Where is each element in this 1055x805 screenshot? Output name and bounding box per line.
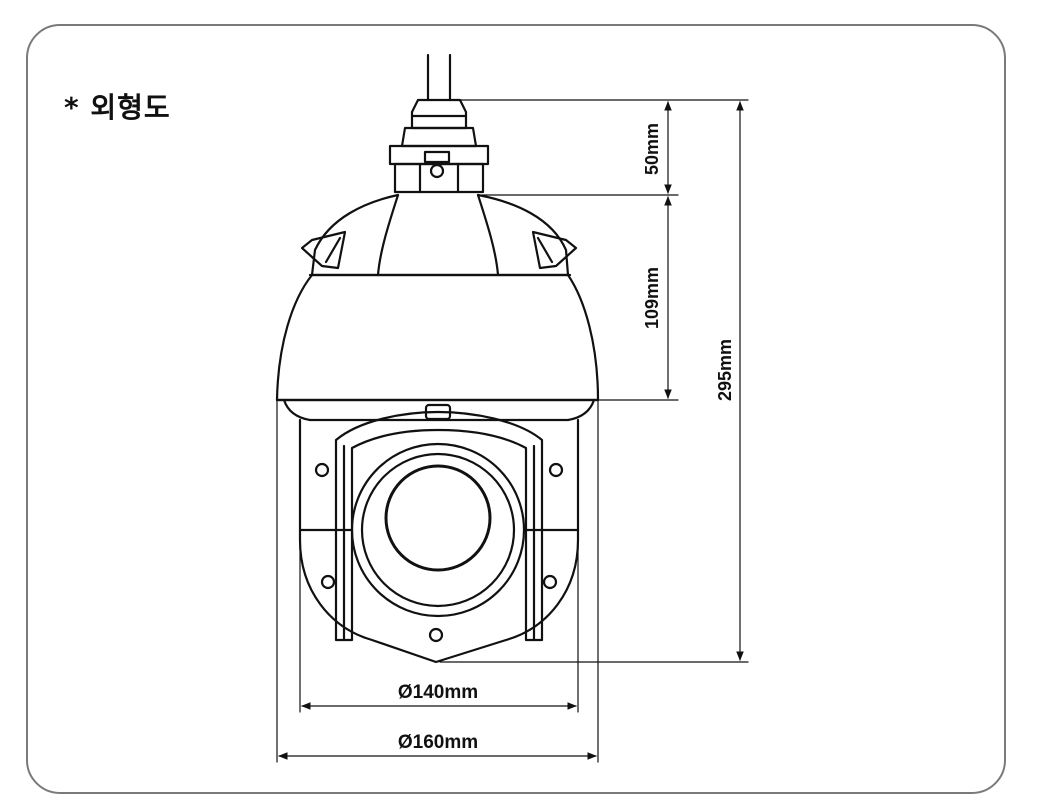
- lens-assembly: [350, 442, 526, 643]
- dimension-label-cap-height: 50mm: [642, 123, 662, 175]
- lens-hood: [334, 403, 544, 642]
- dimension-label-inner-diameter: Ø140mm: [398, 682, 478, 703]
- dimension-label-outer-diameter: Ø160mm: [398, 732, 478, 753]
- page-title: * 외형도: [64, 91, 171, 124]
- dimension-lines: [276, 99, 749, 763]
- camera-body: [298, 418, 580, 664]
- upper-housing: [300, 193, 578, 277]
- dimension-label-dome-height: 109mm: [642, 267, 662, 329]
- cable: [426, 53, 452, 102]
- diagram-frame: [26, 24, 1006, 794]
- dimension-label-total-height: 295mm: [715, 339, 735, 401]
- dome-shell: [275, 273, 600, 422]
- mount-bracket: [388, 98, 490, 194]
